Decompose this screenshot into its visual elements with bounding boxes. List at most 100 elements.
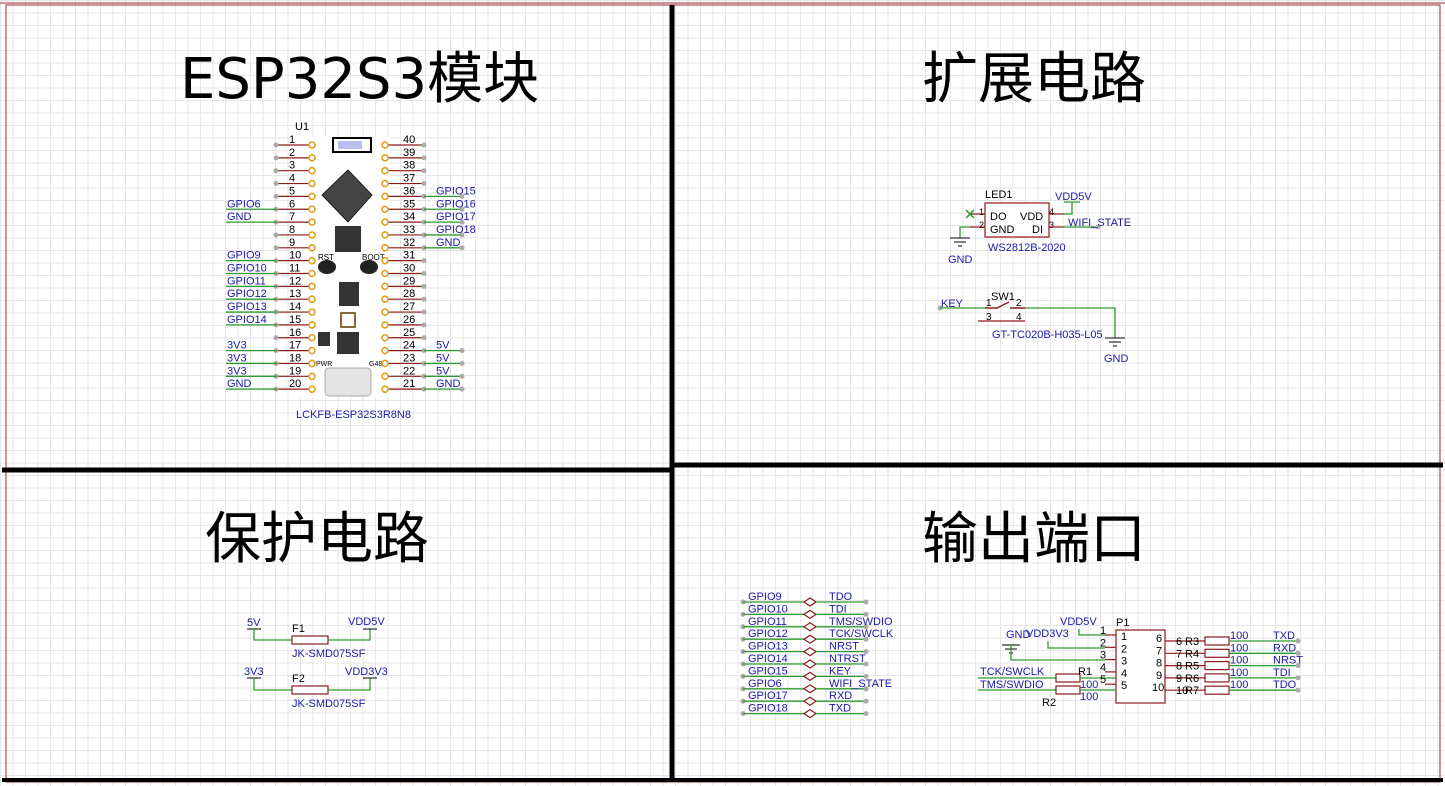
u1-left-pin-number: 9 [289,237,295,249]
net-port-icon [863,698,869,704]
u1-ic-icon [339,282,359,306]
pin-end-icon [421,335,427,341]
resistor-pin-number: 10 [1176,685,1188,697]
resistor-pin-number: 7 [1176,648,1182,660]
led1-gnd-net: GND [948,254,973,266]
u1-esp32s3-module[interactable]: U1 RST BOOT PWR G48 LCKFB-ESP32S3R8N8 12… [226,121,476,421]
u1-right-pin-number: 25 [403,327,415,339]
u1-regulator-icon [318,332,330,346]
sw1-pin3-number: 3 [986,312,992,323]
p1-left-pin-number: 3 [1100,650,1106,662]
pin-end-icon [421,181,427,187]
pin-end-icon [273,335,279,341]
f2-designator: F2 [292,673,305,685]
f2-out-wire [328,678,371,691]
pin-end-icon [421,271,427,276]
resistor-net-label: NRST [1273,655,1303,667]
f1-in-wire [253,629,292,641]
resistor-designator: R3 [1185,636,1199,648]
u1-left-pin-number: 14 [289,301,301,313]
u1-left-net-label: GND [227,378,252,390]
net-port-icon [863,649,869,655]
p1-designator: P1 [1116,617,1129,629]
p1-right-pin-inner: 6 [1156,633,1162,645]
fuse-f1[interactable]: 5V F1 VDD5V JK-SMD075SF [247,616,385,660]
pin-end-icon [421,168,427,174]
net-alias-to: RXD [829,690,852,702]
led1-pin3-number: 3 [1049,220,1054,230]
pad-icon [381,179,389,188]
p1-gnd-net: GND [1006,629,1031,641]
p1-right-pin-inner: 9 [1156,670,1162,682]
p1-left-pin-inner: 2 [1121,643,1127,655]
led1-pin-do: DO [990,211,1007,223]
net-port-icon [863,711,869,717]
f1-designator: F1 [292,623,305,635]
pad-icon [381,385,389,393]
u1-left-net-label: GPIO12 [227,288,267,300]
net-alias-from: GPIO10 [748,603,788,615]
u1-right-net-label: 5V [436,340,450,352]
net-alias-from: GPIO13 [748,641,788,653]
protection-fuses[interactable]: 5V F1 VDD5V JK-SMD075SF 3V3 F2 VDD3V3 JK… [244,616,388,710]
led1-body [984,202,1050,238]
usb-c-connector-icon [324,367,372,397]
p1-debug-header[interactable]: P1 GND VDD3V3 VDD5V TCK/SWCLK TMS/SWDIO … [978,616,1303,709]
net-alias-from: GPIO14 [748,653,788,665]
u1-left-net-label: GPIO10 [227,263,267,275]
u1-right-pin-number: 28 [403,288,415,300]
net-alias-row[interactable]: GPIO17 RXD [740,690,869,706]
sw1-key-net: KEY [941,298,964,310]
net-alias-from: GPIO17 [748,690,788,702]
pad-icon [308,218,316,226]
u1-right-pin-number: 36 [403,185,415,197]
net-port-icon [1295,650,1301,656]
u1-right-net-label: GND [436,378,461,390]
sw1-pin4-number: 4 [1016,312,1022,323]
net-alias-to: KEY [829,665,852,677]
led1-pin2-number: 2 [979,220,984,230]
resistor-net-label: TDO [1273,679,1297,691]
p1-right-pin-inner: 10 [1152,682,1164,694]
resistor-designator: R7 [1185,685,1199,697]
led1-pin-di: DI [1032,224,1043,236]
fuse-icon [291,635,329,645]
u1-right-net-label: GPIO15 [436,185,476,197]
net-alias-to: TMS/SWDIO [829,616,893,628]
pad-icon [308,385,316,393]
pin-end-icon [421,309,427,315]
p1-vdd3v3-wire [1047,641,1105,649]
sw1-key-switch[interactable]: SW1 KEY 1 2 3 4 GND GT-TC020B-H035-L05 [937,291,1129,365]
u1-right-pin-number: 31 [403,250,415,262]
u1-left-net-label: GPIO14 [227,314,267,326]
pad-icon [308,346,316,355]
fuse-f2[interactable]: 3V3 F2 VDD3V3 JK-SMD075SF [244,666,388,710]
resistor-icon [1204,685,1230,695]
net-alias-from: GPIO9 [748,591,782,603]
pad-icon [308,256,316,265]
p1-left-pin-number: 5 [1100,674,1106,686]
u1-left-net-label: 3V3 [227,352,247,364]
resistor-value: 100 [1230,655,1248,667]
u1-right-net-label: GPIO18 [436,224,476,236]
u1-right-pin-number: 40 [403,134,415,146]
resistor-icon [1055,685,1081,695]
led1-ws2812b[interactable]: LED1 DO GND VDD DI 1 2 3 4 GND VDD5V WIF… [948,189,1131,266]
resistor-designator: R5 [1185,661,1199,673]
